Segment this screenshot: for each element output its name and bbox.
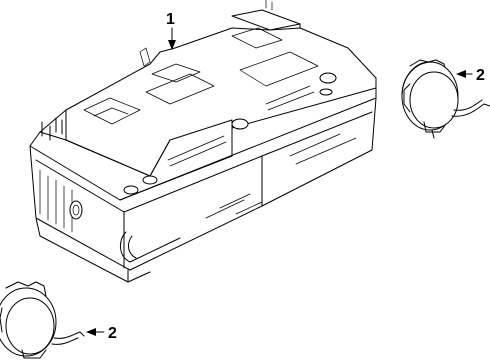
- callout-2-upper: 2: [456, 67, 485, 84]
- callout-2-lower: 2: [86, 325, 117, 342]
- callout-2-lower-label: 2: [108, 325, 117, 342]
- callout-1-arrow-icon: [168, 40, 176, 50]
- callout-1: 1: [166, 11, 176, 50]
- sensor-part-2-upper[interactable]: [401, 59, 490, 139]
- sensor-part-2-lower[interactable]: [0, 281, 85, 359]
- callout-2-upper-label: 2: [476, 67, 485, 84]
- control-module-part-1[interactable]: [29, 0, 377, 283]
- callout-2-lower-arrow-icon: [86, 328, 96, 336]
- callout-1-label: 1: [166, 11, 175, 28]
- callout-2-upper-arrow-icon: [456, 70, 466, 78]
